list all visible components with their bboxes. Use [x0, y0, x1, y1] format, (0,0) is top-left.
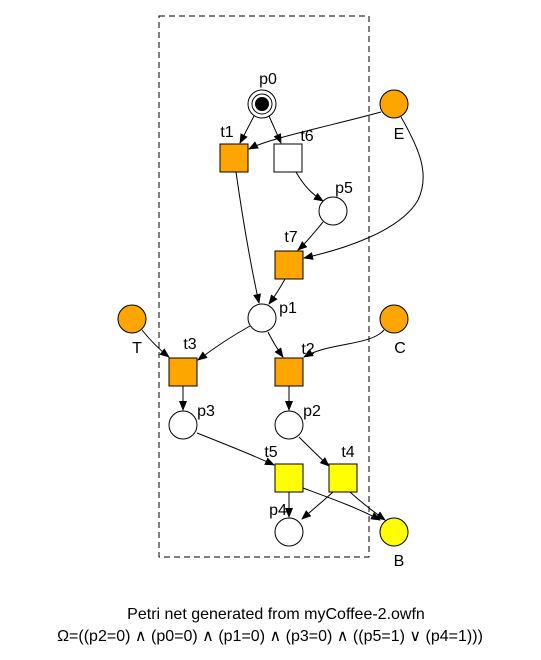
place-p4[interactable] [274, 517, 304, 547]
transition-t6[interactable] [273, 143, 303, 173]
place-label-p4: p4 [269, 502, 287, 519]
transition-label-t6: t6 [300, 128, 313, 145]
transition-t7[interactable] [274, 250, 304, 280]
place-label-E: E [394, 126, 405, 143]
caption-title: Petri net generated from myCoffee-2.owfn [127, 606, 425, 623]
arc-C-to-t2 [303, 329, 385, 358]
transition-t4[interactable] [328, 463, 358, 493]
place-C[interactable] [379, 304, 409, 334]
net-boundary [158, 15, 370, 558]
place-p2[interactable] [274, 410, 304, 440]
place-label-C: C [394, 340, 406, 357]
arc-t6-to-p5 [295, 171, 324, 202]
place-T[interactable] [117, 304, 147, 334]
transition-label-t2: t2 [301, 341, 314, 358]
arc-T-to-t3 [141, 329, 170, 358]
arc-p0-to-t1 [239, 115, 255, 144]
arc-t5-to-B [302, 487, 381, 521]
arc-p2-to-t4 [298, 436, 330, 467]
place-p5[interactable] [318, 196, 348, 226]
arcs [141, 111, 424, 521]
place-label-p2: p2 [303, 403, 321, 420]
place-label-p3: p3 [197, 403, 215, 420]
transition-label-t1: t1 [220, 124, 233, 141]
transition-t2[interactable] [274, 357, 304, 387]
transition-label-t3: t3 [183, 336, 196, 353]
caption-final-condition: Ω=((p2=0) ∧ (p0=0) ∧ (p1=0) ∧ (p3=0) ∧ (… [57, 628, 483, 645]
place-label-p0: p0 [259, 71, 277, 88]
transition-t1[interactable] [219, 143, 249, 173]
arc-t4-to-B [349, 491, 386, 521]
transition-label-t7: t7 [284, 229, 297, 246]
transition-t3[interactable] [168, 357, 198, 387]
place-label-p5: p5 [335, 180, 353, 197]
place-label-B: B [394, 553, 405, 570]
arc-p5-to-t7 [297, 221, 324, 251]
place-label-p1: p1 [279, 300, 297, 317]
arc-p1-to-t2 [267, 331, 284, 358]
place-p3[interactable] [168, 410, 198, 440]
place-B[interactable] [379, 517, 409, 547]
arc-t7-to-p1 [268, 278, 286, 305]
transition-t5[interactable] [274, 463, 304, 493]
place-p0-inner-ring [251, 93, 273, 115]
arc-p1-to-t3 [197, 325, 251, 361]
transition-label-t4: t4 [341, 444, 354, 461]
arc-E-to-t7 [303, 116, 424, 260]
arc-t4-to-p4 [301, 491, 334, 520]
place-p1[interactable] [247, 303, 277, 333]
arc-t1-to-p1 [235, 171, 261, 304]
transition-label-t5: t5 [264, 444, 277, 461]
node-labels: p0 p1 p2 p3 p4 p5 E T C Bt1 t2 t3 t4 t5 t6 t7 [132, 71, 406, 570]
arc-E-to-t1 [248, 111, 382, 150]
nodes [117, 89, 409, 547]
arc-p3-to-t5 [196, 432, 275, 466]
place-E[interactable] [379, 89, 409, 119]
token-marker [255, 97, 269, 111]
place-label-T: T [132, 340, 142, 357]
